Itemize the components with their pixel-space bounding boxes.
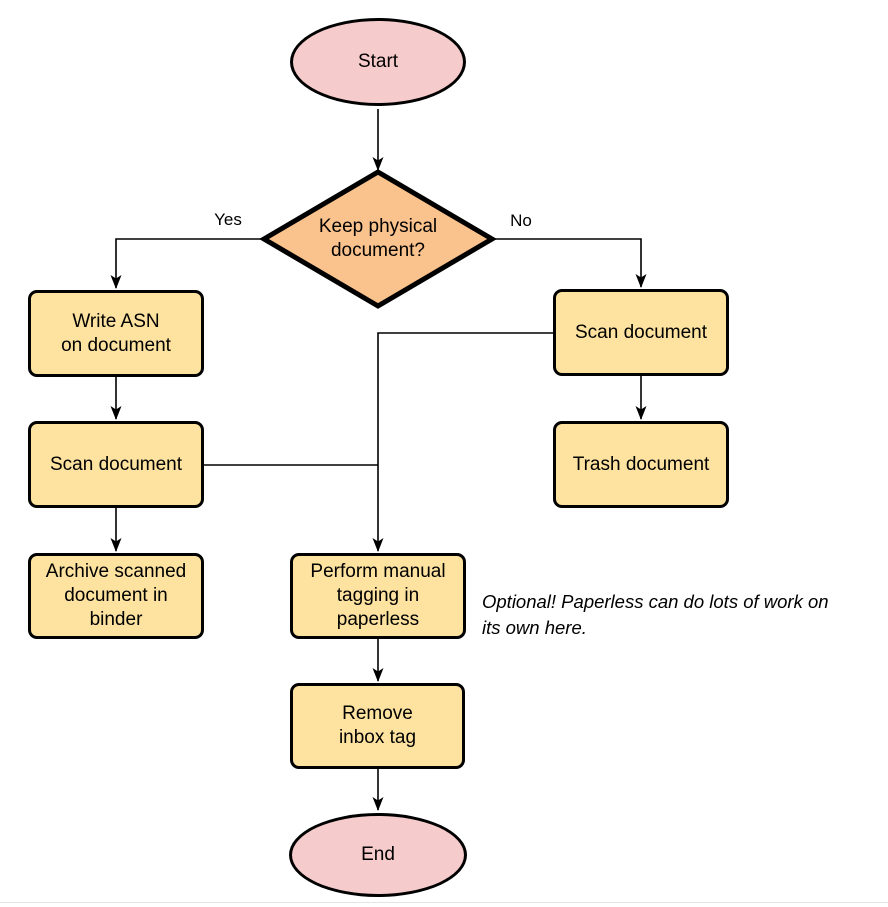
node-remove-inbox-tag-label: Remove inbox tag [338,703,417,748]
decision-diamond-shape [259,169,497,309]
node-end-label: End [361,844,395,865]
node-trash-label: Trash document [572,453,710,475]
node-scan-document-left-label: Scan document [49,453,183,475]
node-decision-label-box: Keep physical document? [278,215,478,263]
node-archive-label: Archive scanned document in binder [45,561,187,630]
page-bottom-divider [0,902,888,903]
annotation-optional: Optional! Paperless can do lots of work … [482,591,829,638]
edge-decision-yes [110,238,264,289]
edge-decision-no [492,238,647,288]
node-scan-document-left: Scan document [28,421,204,508]
edge-label-no: No [510,211,532,230]
node-write-asn: Write ASN on document [28,290,204,377]
edge-scanright-to-tagging [372,332,553,552]
node-trash: Trash document [553,421,729,508]
node-remove-inbox-tag: Remove inbox tag [290,683,465,769]
node-scan-document-right: Scan document [553,289,729,376]
node-start-label: Start [357,51,399,72]
edge-label-yes: Yes [214,210,242,229]
node-write-asn-label: Write ASN on document [61,310,171,356]
node-tagging-label: Perform manual tagging in paperless [310,561,446,630]
node-decision-label: Keep physical document? [318,216,438,261]
node-scan-document-right-label: Scan document [574,321,708,343]
node-end: End [289,813,467,897]
node-start: Start [290,18,466,106]
node-tagging: Perform manual tagging in paperless [290,553,466,639]
node-archive: Archive scanned document in binder [28,553,204,639]
